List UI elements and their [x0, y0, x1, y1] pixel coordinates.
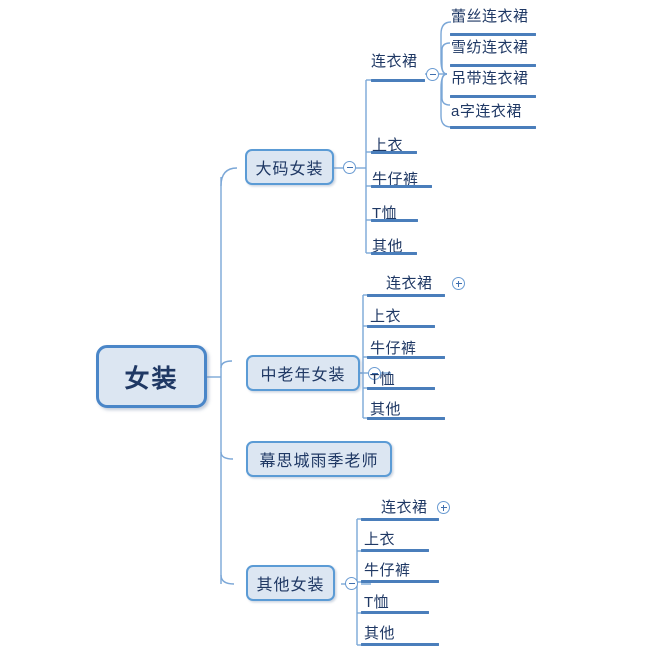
- node-underline: [367, 325, 435, 328]
- node-leaf-leisi-lianyiqun[interactable]: 蕾丝连衣裙: [451, 9, 529, 24]
- node-leaf-label: 上衣: [364, 531, 396, 548]
- node-leaf-shangyi-zhonglaonian[interactable]: 上衣: [370, 309, 401, 324]
- node-leaf-label: 牛仔裤: [364, 562, 411, 579]
- node-leaf-shangyi-dama[interactable]: 上衣: [372, 138, 403, 153]
- node-underline: [371, 185, 432, 188]
- node-branch-qita-nvzhuang[interactable]: 其他女装: [246, 565, 335, 601]
- node-underline: [367, 356, 445, 359]
- toggle-collapse-zhonglaonian-nvzhuang[interactable]: [368, 367, 381, 380]
- node-leaf-label: 雪纺连衣裙: [451, 39, 529, 56]
- toggle-expand-lianyiqun-qita[interactable]: [437, 501, 450, 514]
- node-leaf-niuzaiku-qita[interactable]: 牛仔裤: [364, 563, 411, 578]
- node-branch-label: 其他女装: [256, 577, 325, 594]
- node-leaf-label: 连衣裙: [386, 275, 433, 292]
- node-leaf-lianyiqun-dama[interactable]: 连衣裙: [371, 54, 418, 69]
- node-underline: [371, 151, 417, 154]
- node-underline: [361, 611, 429, 614]
- node-underline: [367, 387, 435, 390]
- node-branch-dama-nvzhuang[interactable]: 大码女装: [245, 149, 334, 185]
- node-leaf-label: a字连衣裙: [451, 103, 522, 120]
- node-leaf-label: 吊带连衣裙: [451, 70, 529, 87]
- node-leaf-diaodai-lianyiqun[interactable]: 吊带连衣裙: [451, 71, 529, 86]
- node-leaf-shangyi-qita[interactable]: 上衣: [364, 532, 395, 547]
- node-leaf-label: T恤: [364, 594, 390, 611]
- node-underline: [450, 33, 536, 36]
- toggle-collapse-dama-nvzhuang[interactable]: [343, 161, 356, 174]
- node-leaf-label: 牛仔裤: [370, 340, 417, 357]
- node-branch-label: 大码女装: [255, 161, 324, 178]
- node-leaf-label: 上衣: [372, 137, 404, 154]
- node-underline: [361, 549, 429, 552]
- node-underline: [361, 580, 439, 583]
- node-leaf-lianyiqun-qita[interactable]: 连衣裙: [381, 500, 428, 515]
- toggle-collapse-qita-nvzhuang[interactable]: [345, 577, 358, 590]
- node-leaf-azi-lianyiqun[interactable]: a字连衣裙: [451, 104, 522, 119]
- node-leaf-label: T恤: [370, 371, 396, 388]
- node-leaf-lianyiqun-zhonglaonian[interactable]: 连衣裙: [386, 276, 433, 291]
- node-underline: [450, 126, 536, 129]
- node-leaf-label: 牛仔裤: [372, 171, 419, 188]
- node-leaf-label: 上衣: [370, 308, 402, 325]
- node-underline: [367, 294, 445, 297]
- node-leaf-tshirt-dama[interactable]: T恤: [372, 206, 397, 221]
- node-underline: [450, 64, 536, 67]
- node-underline: [361, 643, 439, 646]
- node-leaf-tshirt-qita[interactable]: T恤: [364, 595, 389, 610]
- node-leaf-label: 其他: [370, 401, 402, 418]
- node-leaf-label: T恤: [372, 205, 398, 222]
- node-leaf-label: 其他: [372, 238, 404, 255]
- node-underline: [367, 417, 445, 420]
- node-leaf-label: 连衣裙: [371, 53, 418, 70]
- node-underline: [371, 252, 417, 255]
- node-underline: [450, 95, 536, 98]
- node-branch-label: 幕思城雨季老师: [259, 453, 379, 470]
- node-branch-label: 中老年女装: [260, 367, 346, 384]
- node-leaf-xuefang-lianyiqun[interactable]: 雪纺连衣裙: [451, 40, 529, 55]
- node-branch-zhonglaonian-nvzhuang[interactable]: 中老年女装: [246, 355, 360, 391]
- node-branch-musicheng-yuji-laoshi[interactable]: 幕思城雨季老师: [246, 441, 392, 477]
- node-underline: [361, 518, 439, 521]
- node-leaf-qita-dama[interactable]: 其他: [372, 239, 403, 254]
- node-leaf-qita-qita[interactable]: 其他: [364, 626, 395, 641]
- node-leaf-label: 连衣裙: [381, 499, 428, 516]
- node-leaf-label: 蕾丝连衣裙: [451, 8, 529, 25]
- node-root[interactable]: 女装: [96, 345, 207, 408]
- node-underline: [371, 219, 418, 222]
- node-leaf-niuzaiku-zhonglaonian[interactable]: 牛仔裤: [370, 341, 417, 356]
- node-leaf-label: 其他: [364, 625, 396, 642]
- node-leaf-tshirt-zhonglaonian[interactable]: T恤: [370, 372, 395, 387]
- node-leaf-niuzaiku-dama[interactable]: 牛仔裤: [372, 172, 419, 187]
- toggle-collapse-lianyiqun-dama[interactable]: [426, 68, 439, 81]
- toggle-expand-lianyiqun-zhonglaonian[interactable]: [452, 277, 465, 290]
- node-root-label: 女装: [124, 364, 179, 393]
- node-leaf-qita-zhonglaonian[interactable]: 其他: [370, 402, 401, 417]
- node-underline: [371, 79, 425, 82]
